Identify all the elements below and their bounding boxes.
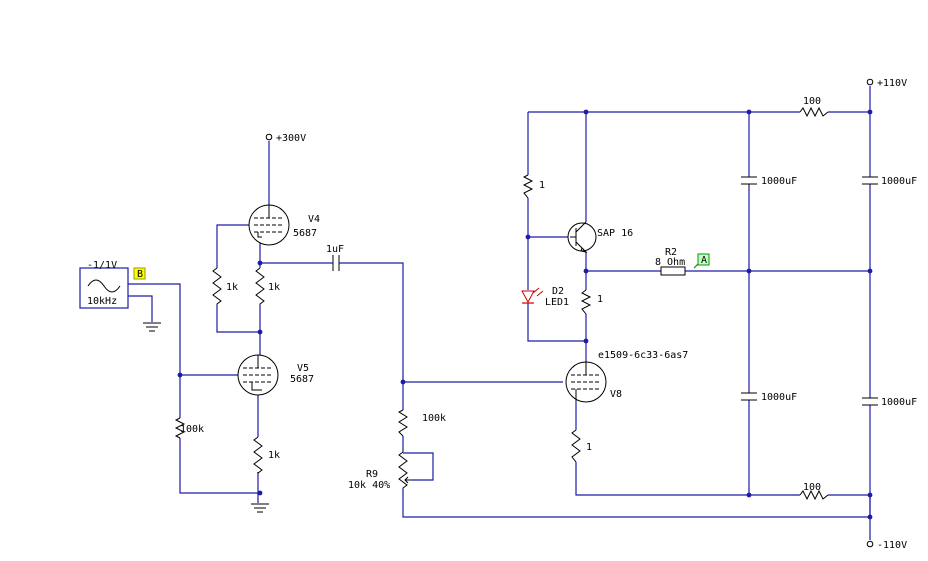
capacitor-top-inner[interactable]: 1000uF <box>741 176 797 187</box>
supply-neg-110v[interactable]: -110V <box>866 540 907 551</box>
supply-pos-110v[interactable]: +110V <box>866 78 907 89</box>
ground-icon <box>251 503 269 513</box>
led-name: D2 <box>552 286 564 297</box>
resistor-q-base-value: 1 <box>539 180 545 191</box>
resistor-q-base[interactable]: 1 <box>522 174 545 199</box>
capacitor-coupling-value: 1uF <box>326 244 344 255</box>
supply-neg-110v-label: -110V <box>877 540 907 551</box>
tube-v5[interactable]: V5 5687 <box>237 354 314 396</box>
resistor-r2-load[interactable]: R2 8 Ohm <box>655 247 686 276</box>
transistor-sap16[interactable]: SAP 16 <box>567 221 633 253</box>
led-type: LED1 <box>545 297 569 308</box>
resistor-q-emitter[interactable]: 1 <box>580 289 603 315</box>
supply-300v[interactable]: +300V <box>265 133 306 144</box>
potentiometer-r9-value: 10k 40% <box>348 480 390 491</box>
resistor-neg-rail-value: 100 <box>803 482 821 493</box>
probe-b-label: B <box>137 269 143 280</box>
junctions <box>177 109 873 520</box>
capacitor-coupling[interactable]: 1uF <box>326 244 344 271</box>
capacitor-bottom-inner-value: 1000uF <box>761 392 797 403</box>
ground-icon <box>143 322 161 332</box>
supply-pos-110v-label: +110V <box>877 78 907 89</box>
resistor-v4-plate-value: 1k <box>268 282 280 293</box>
capacitor-bottom-outer[interactable]: 1000uF <box>862 397 917 408</box>
resistor-r2-name: R2 <box>665 247 677 258</box>
resistor-v5-cathode[interactable]: 1k <box>253 436 280 474</box>
resistor-v5-cathode-value: 1k <box>268 450 280 461</box>
capacitor-top-outer-value: 1000uF <box>881 176 917 187</box>
tube-v4[interactable]: V4 5687 <box>248 204 320 246</box>
capacitor-top-outer[interactable]: 1000uF <box>862 176 917 187</box>
wires <box>128 86 871 540</box>
tube-v8-type: e1509-6c33-6as7 <box>598 350 688 361</box>
tube-v8[interactable]: e1509-6c33-6as7 V8 <box>565 350 688 403</box>
tube-v5-name: V5 <box>297 363 309 374</box>
probe-b[interactable]: B <box>133 267 146 280</box>
resistor-v4-bypass[interactable]: 1k <box>212 267 238 306</box>
potentiometer-r9-name: R9 <box>366 469 378 480</box>
resistor-pos-rail-value: 100 <box>803 96 821 107</box>
resistor-pos-rail[interactable]: 100 <box>799 96 829 118</box>
resistor-v8-cathode-value: 1 <box>586 442 592 453</box>
resistor-v8-cathode[interactable]: 1 <box>571 429 592 463</box>
resistor-bias-value: 100k <box>422 413 446 424</box>
resistor-v5-grid[interactable]: 100k <box>174 417 204 439</box>
resistor-r2-value: 8 Ohm <box>655 257 685 268</box>
resistor-neg-rail[interactable]: 100 <box>799 482 829 501</box>
probe-a[interactable]: A <box>693 253 710 269</box>
tube-v8-name: V8 <box>610 389 622 400</box>
generator-frequency: 10kHz <box>87 296 117 307</box>
resistor-v4-plate[interactable]: 1k <box>255 267 280 306</box>
capacitor-bottom-outer-value: 1000uF <box>881 397 917 408</box>
resistor-q-emitter-value: 1 <box>597 294 603 305</box>
resistor-v4-bypass-value: 1k <box>226 282 238 293</box>
capacitor-bottom-inner[interactable]: 1000uF <box>741 392 797 403</box>
supply-300v-label: +300V <box>276 133 306 144</box>
capacitor-top-inner-value: 1000uF <box>761 176 797 187</box>
tube-v4-name: V4 <box>308 214 320 225</box>
sine-wave-icon <box>87 279 121 293</box>
generator-amplitude: -1/1V <box>87 260 117 271</box>
led-d2[interactable]: D2 LED1 <box>521 286 569 308</box>
transistor-type: SAP 16 <box>597 228 633 239</box>
potentiometer-r9[interactable]: R9 10k 40% <box>348 451 412 491</box>
tube-v5-type: 5687 <box>290 374 314 385</box>
tube-v4-type: 5687 <box>293 228 317 239</box>
resistor-bias[interactable]: 100k <box>397 409 446 437</box>
resistor-v5-grid-value: 100k <box>180 424 204 435</box>
probe-a-label: A <box>701 255 707 266</box>
function-generator[interactable]: -1/1V 10kHz <box>79 260 129 309</box>
